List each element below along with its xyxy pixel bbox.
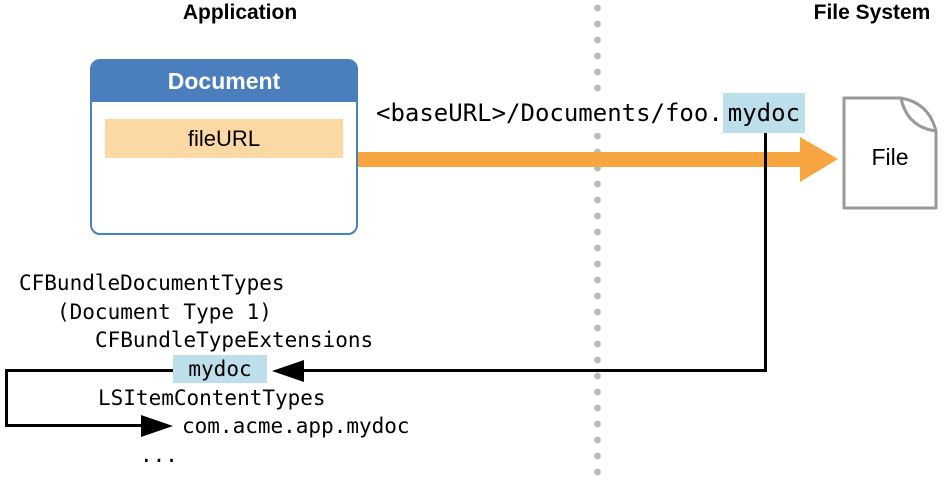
content-type-loop-vertical-line: [5, 369, 8, 427]
file-icon-label: File: [871, 144, 909, 170]
plist-line-cfbundledocumenttypes: CFBundleDocumentTypes: [19, 271, 285, 295]
content-type-loop-bottom-line: [5, 424, 142, 427]
file-path-extension-highlight: mydoc: [722, 93, 806, 133]
file-path-prefix: <baseURL>/Documents/foo.: [376, 99, 723, 127]
flow-arrow-head-icon: [800, 137, 838, 182]
document-box-title: Document: [92, 61, 356, 102]
flow-arrow-shaft: [358, 152, 801, 167]
plist-line-ellipsis: ...: [140, 443, 178, 467]
extension-connector-horizontal-line: [303, 369, 767, 372]
plist-line-lsitemcontenttypes: LSItemContentTypes: [98, 386, 326, 410]
extension-connector-arrowhead-icon: [272, 360, 304, 382]
file-icon: [842, 96, 938, 210]
file-path-label: <baseURL>/Documents/foo.mydoc: [376, 93, 806, 133]
plist-content-type-value: com.acme.app.mydoc: [182, 414, 410, 438]
application-column-header: Application: [182, 1, 298, 24]
file-system-column-header: File System: [813, 1, 931, 24]
plist-line-cfbundletypeextensions: CFBundleTypeExtensions: [95, 328, 374, 352]
document-object-box: Document fileURL: [90, 59, 358, 235]
file-folded-corner: [899, 96, 938, 133]
content-type-loop-top-line: [5, 369, 173, 372]
app-filesystem-divider-dotted-line: [594, 0, 601, 480]
plist-line-document-type-1: (Document Type 1): [57, 300, 272, 324]
plist-extension-value-highlight: mydoc: [173, 355, 267, 383]
content-type-loop-arrowhead-icon: [141, 415, 173, 437]
extension-connector-vertical-line: [764, 133, 767, 372]
fileurl-field: fileURL: [105, 119, 343, 158]
